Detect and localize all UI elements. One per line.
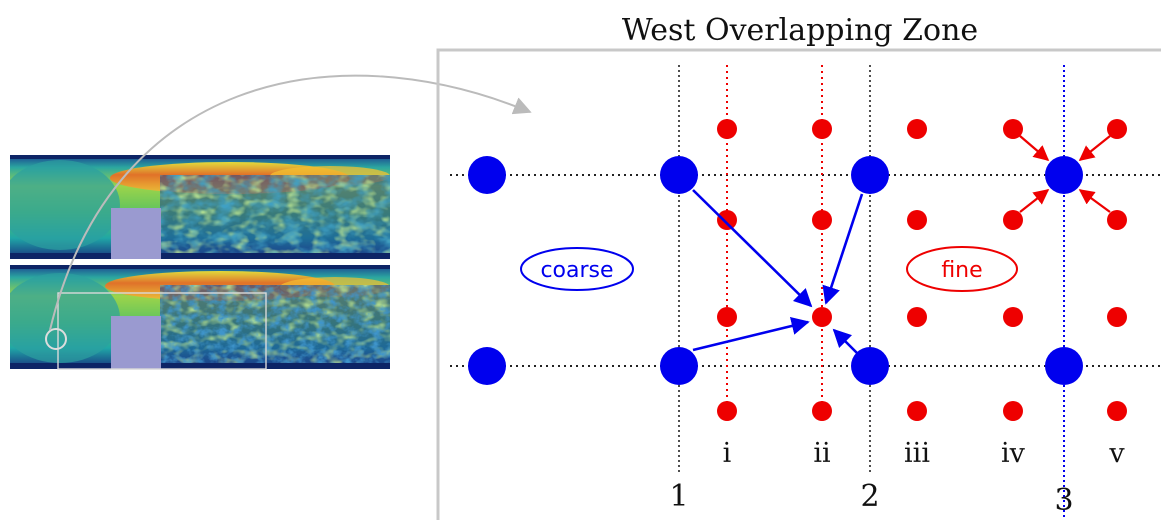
interp-arrow bbox=[822, 193, 864, 305]
coarse-point bbox=[851, 347, 889, 385]
fine-to-coarse-arrows bbox=[1019, 135, 1111, 213]
interp-arrow bbox=[692, 317, 810, 352]
zoom-region-box bbox=[57, 292, 267, 370]
flow-thumbnail-bottom bbox=[10, 265, 390, 369]
coarse-point bbox=[1045, 156, 1083, 194]
fine-point bbox=[812, 119, 832, 139]
fine-label: fine bbox=[941, 258, 982, 283]
coarse-point bbox=[468, 347, 506, 385]
fine-point bbox=[717, 307, 737, 327]
fine-column-label-iii: iii bbox=[904, 438, 930, 469]
fine-point bbox=[1003, 119, 1023, 139]
zoom-arrow bbox=[49, 74, 532, 331]
fine-column-label-iv: iv bbox=[1001, 438, 1026, 469]
fine-point bbox=[1003, 401, 1023, 421]
fine-point bbox=[1107, 401, 1127, 421]
interp-arrow bbox=[692, 189, 813, 308]
restrict-arrow bbox=[1019, 135, 1050, 162]
coarse-points bbox=[468, 156, 1083, 385]
fine-point bbox=[812, 210, 832, 230]
fine-point bbox=[907, 119, 927, 139]
interp-arrow bbox=[832, 328, 858, 354]
restrict-arrow bbox=[1019, 189, 1050, 213]
fine-point bbox=[1107, 119, 1127, 139]
diagram-frame bbox=[436, 48, 1161, 520]
fine-point bbox=[717, 119, 737, 139]
coarse-point bbox=[1045, 347, 1083, 385]
fine-point bbox=[907, 210, 927, 230]
coarse-column-label-1: 1 bbox=[669, 479, 688, 514]
fine-point bbox=[812, 401, 832, 421]
coarse-column-label-2: 2 bbox=[860, 479, 879, 514]
fine-column-label-v: v bbox=[1108, 438, 1125, 469]
fine-point bbox=[717, 401, 737, 421]
restrict-arrow bbox=[1078, 189, 1111, 213]
fine-point bbox=[717, 210, 737, 230]
fine-point bbox=[1003, 307, 1023, 327]
obstacle-block-top bbox=[111, 208, 161, 259]
fine-point-target bbox=[812, 307, 832, 327]
coarse-to-fine-arrows bbox=[692, 189, 864, 354]
flow-thumbnail-top bbox=[10, 155, 390, 259]
fine-point bbox=[1003, 210, 1023, 230]
fine-oval bbox=[906, 246, 1018, 292]
fine-point bbox=[907, 401, 927, 421]
coarse-point bbox=[468, 156, 506, 194]
coarse-oval bbox=[520, 247, 634, 291]
restrict-arrow bbox=[1078, 135, 1111, 161]
fine-point bbox=[1107, 210, 1127, 230]
coarse-point bbox=[851, 156, 889, 194]
fine-points bbox=[717, 119, 1127, 421]
coarse-point bbox=[660, 156, 698, 194]
coarse-point bbox=[660, 347, 698, 385]
fine-column-label-i: i bbox=[723, 438, 732, 469]
diagram-title: West Overlapping Zone bbox=[622, 13, 978, 48]
coarse-label: coarse bbox=[540, 258, 613, 283]
coarse-column-label-3: 3 bbox=[1054, 483, 1073, 518]
zoom-origin-circle bbox=[45, 328, 67, 350]
fine-point bbox=[1107, 307, 1127, 327]
fine-column-label-ii: ii bbox=[813, 438, 831, 469]
obstacle-block-bottom bbox=[111, 316, 161, 369]
fine-point bbox=[907, 307, 927, 327]
